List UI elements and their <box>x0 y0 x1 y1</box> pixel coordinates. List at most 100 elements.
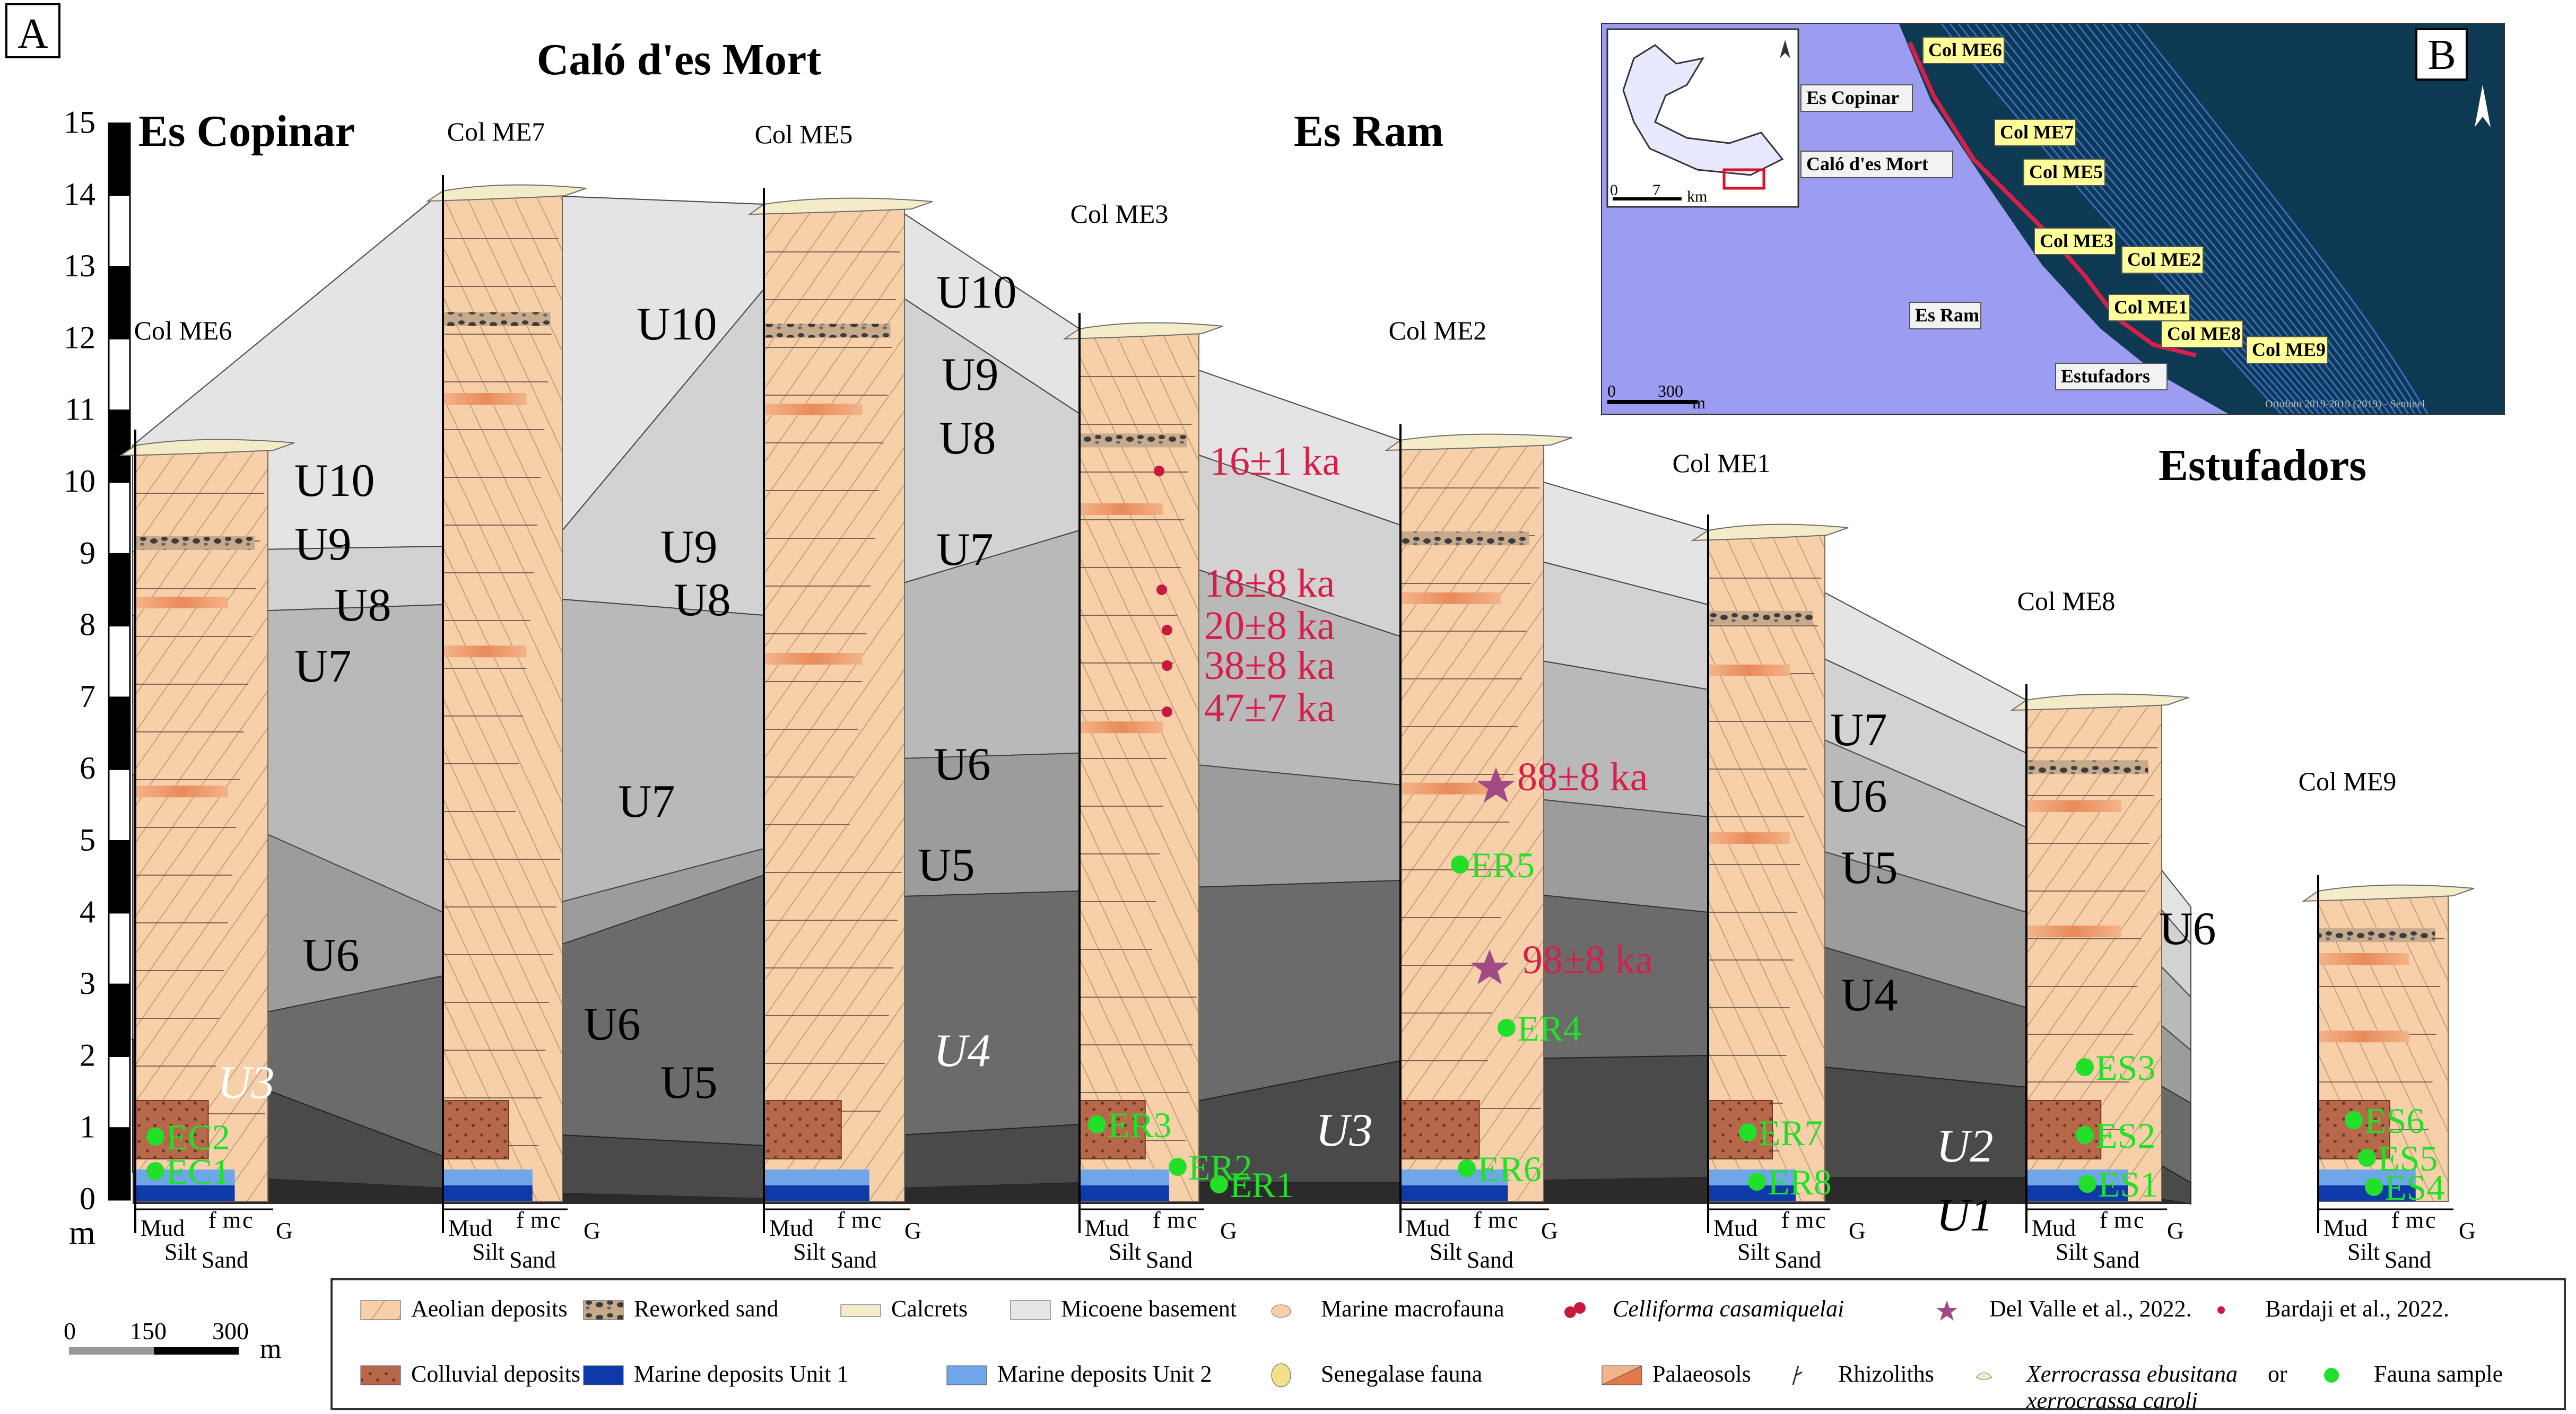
aeolian-layer <box>763 204 905 1202</box>
column-label-me7: Col ME7 <box>447 117 545 146</box>
fauna-sample-dot <box>1088 1115 1106 1133</box>
grain-label-f: f <box>1474 1207 1482 1233</box>
reworked-sand-layer <box>764 324 891 338</box>
marine-unit1-layer <box>1400 1185 1508 1201</box>
axis-unit: m <box>69 1214 95 1251</box>
title-es-copinar: Es Copinar <box>138 107 355 156</box>
palaeosol-band <box>135 785 228 798</box>
reworked-sand-layer <box>1080 433 1187 448</box>
grain-label-sand: Sand <box>2384 1247 2431 1273</box>
column-label-me9: Col ME9 <box>2299 766 2397 796</box>
title-calo-des-mort: Caló d'es Mort <box>537 35 822 84</box>
map-label-box-estufadors <box>2055 363 2168 390</box>
grain-label-mud: Mud <box>1085 1215 1129 1241</box>
scale-segment <box>108 194 131 268</box>
stratigraphic-columns <box>119 175 2475 1233</box>
grain-label-sand: Sand <box>1467 1247 1513 1273</box>
map-label-box-me6 <box>1922 37 2005 64</box>
scale-segment <box>108 840 131 914</box>
axis-tick-label: 6 <box>80 750 95 785</box>
fauna-sample-label: ER7 <box>1759 1113 1823 1153</box>
scale-segment <box>108 768 131 842</box>
palaeosol-band <box>2026 926 2121 938</box>
axis-tick-label: 8 <box>80 607 95 642</box>
scale-segment <box>108 123 131 196</box>
legend-label: Aeolian deposits <box>411 1296 568 1322</box>
scale-segment <box>108 481 131 555</box>
fauna-sample-dot <box>1210 1175 1228 1193</box>
grain-label-sand: Sand <box>202 1247 248 1273</box>
scale-segment <box>108 409 131 483</box>
colluvial-layer <box>442 1100 509 1159</box>
axis-tick-label: 7 <box>80 679 95 714</box>
unit-label-u8-a: U8 <box>334 580 391 631</box>
column-label-me6: Col ME6 <box>134 316 232 345</box>
palaeosol-band <box>443 393 527 405</box>
palaeosol-band <box>443 645 527 658</box>
reworked-sand-layer <box>2026 760 2148 774</box>
palaeosol-band <box>2318 1031 2409 1043</box>
inset-study-area <box>1722 168 1765 190</box>
contour-line <box>2127 23 2422 414</box>
colluvial-layer <box>135 1100 209 1159</box>
map-label-me7: Col ME7 <box>2000 121 2074 143</box>
unit-label-u9-b: U9 <box>660 521 718 573</box>
grain-label-mud: Mud <box>1406 1215 1450 1241</box>
grain-label-f: f <box>208 1207 216 1233</box>
scale-mid: 150 <box>130 1317 167 1345</box>
grain-label-mud: Mud <box>769 1215 813 1241</box>
grain-label-mud: Mud <box>1713 1215 1757 1241</box>
column-label-me2: Col ME2 <box>1389 316 1487 345</box>
grain-label-silt: Silt <box>1737 1239 1770 1265</box>
contour-line <box>2085 23 2390 414</box>
scale-segment <box>108 1127 131 1201</box>
inset-north-arrow <box>1780 40 1790 58</box>
palaeosol-band <box>1400 782 1501 795</box>
axis-tick-label: 11 <box>65 392 95 427</box>
legend-label: Marine deposits Unit 2 <box>997 1361 1212 1387</box>
map-label-copinar: Es Copinar <box>1806 87 1899 108</box>
grain-label-sand: Sand <box>830 1247 877 1273</box>
age-label: 20±8 ka <box>1204 604 1335 648</box>
grain-label-m: m <box>851 1207 869 1233</box>
grain-label-mud: Mud <box>2323 1215 2368 1241</box>
column-me5 <box>748 188 933 1233</box>
grain-label-silt: Silt <box>1430 1239 1462 1265</box>
fauna-sample-label: ES1 <box>2098 1164 2158 1204</box>
grain-label-silt: Silt <box>2347 1239 2380 1265</box>
fauna-sample-dot <box>146 1128 164 1146</box>
palaeosol-band <box>1708 832 1790 844</box>
contour-line <box>2110 23 2409 414</box>
grain-label-c: c <box>2134 1207 2144 1233</box>
marine-unit2-layer <box>443 1169 533 1185</box>
inset-island <box>1622 44 1784 176</box>
grain-label-f: f <box>2100 1207 2108 1233</box>
column-me6 <box>119 430 295 1233</box>
aeolian-layer <box>135 445 268 1202</box>
map-label-box-me1 <box>2108 294 2190 321</box>
aeolian-layer <box>1079 328 1199 1202</box>
grain-label-c: c <box>1508 1207 1518 1233</box>
map-north-arrow <box>2475 85 2491 127</box>
map-label-esram: Es Ram <box>1915 304 1979 326</box>
fauna-sample-label: ER2 <box>1188 1147 1252 1188</box>
fauna-sample-label: ES4 <box>2384 1167 2444 1208</box>
reworked-sand-layer <box>135 536 255 550</box>
unit-label-u8-b: U8 <box>674 574 731 626</box>
aeolian-layer <box>1400 440 1544 1202</box>
age-label: 38±8 ka <box>1204 643 1335 688</box>
map-label-box-me2 <box>2121 246 2204 274</box>
legend-label: or <box>2268 1361 2287 1387</box>
map-label-box-me8 <box>2161 320 2243 348</box>
grain-label-c: c <box>242 1207 253 1233</box>
scale-segment <box>108 625 131 699</box>
map-label-calo: Caló d'es Mort <box>1806 153 1928 174</box>
grain-label-g: G <box>2459 1218 2476 1244</box>
